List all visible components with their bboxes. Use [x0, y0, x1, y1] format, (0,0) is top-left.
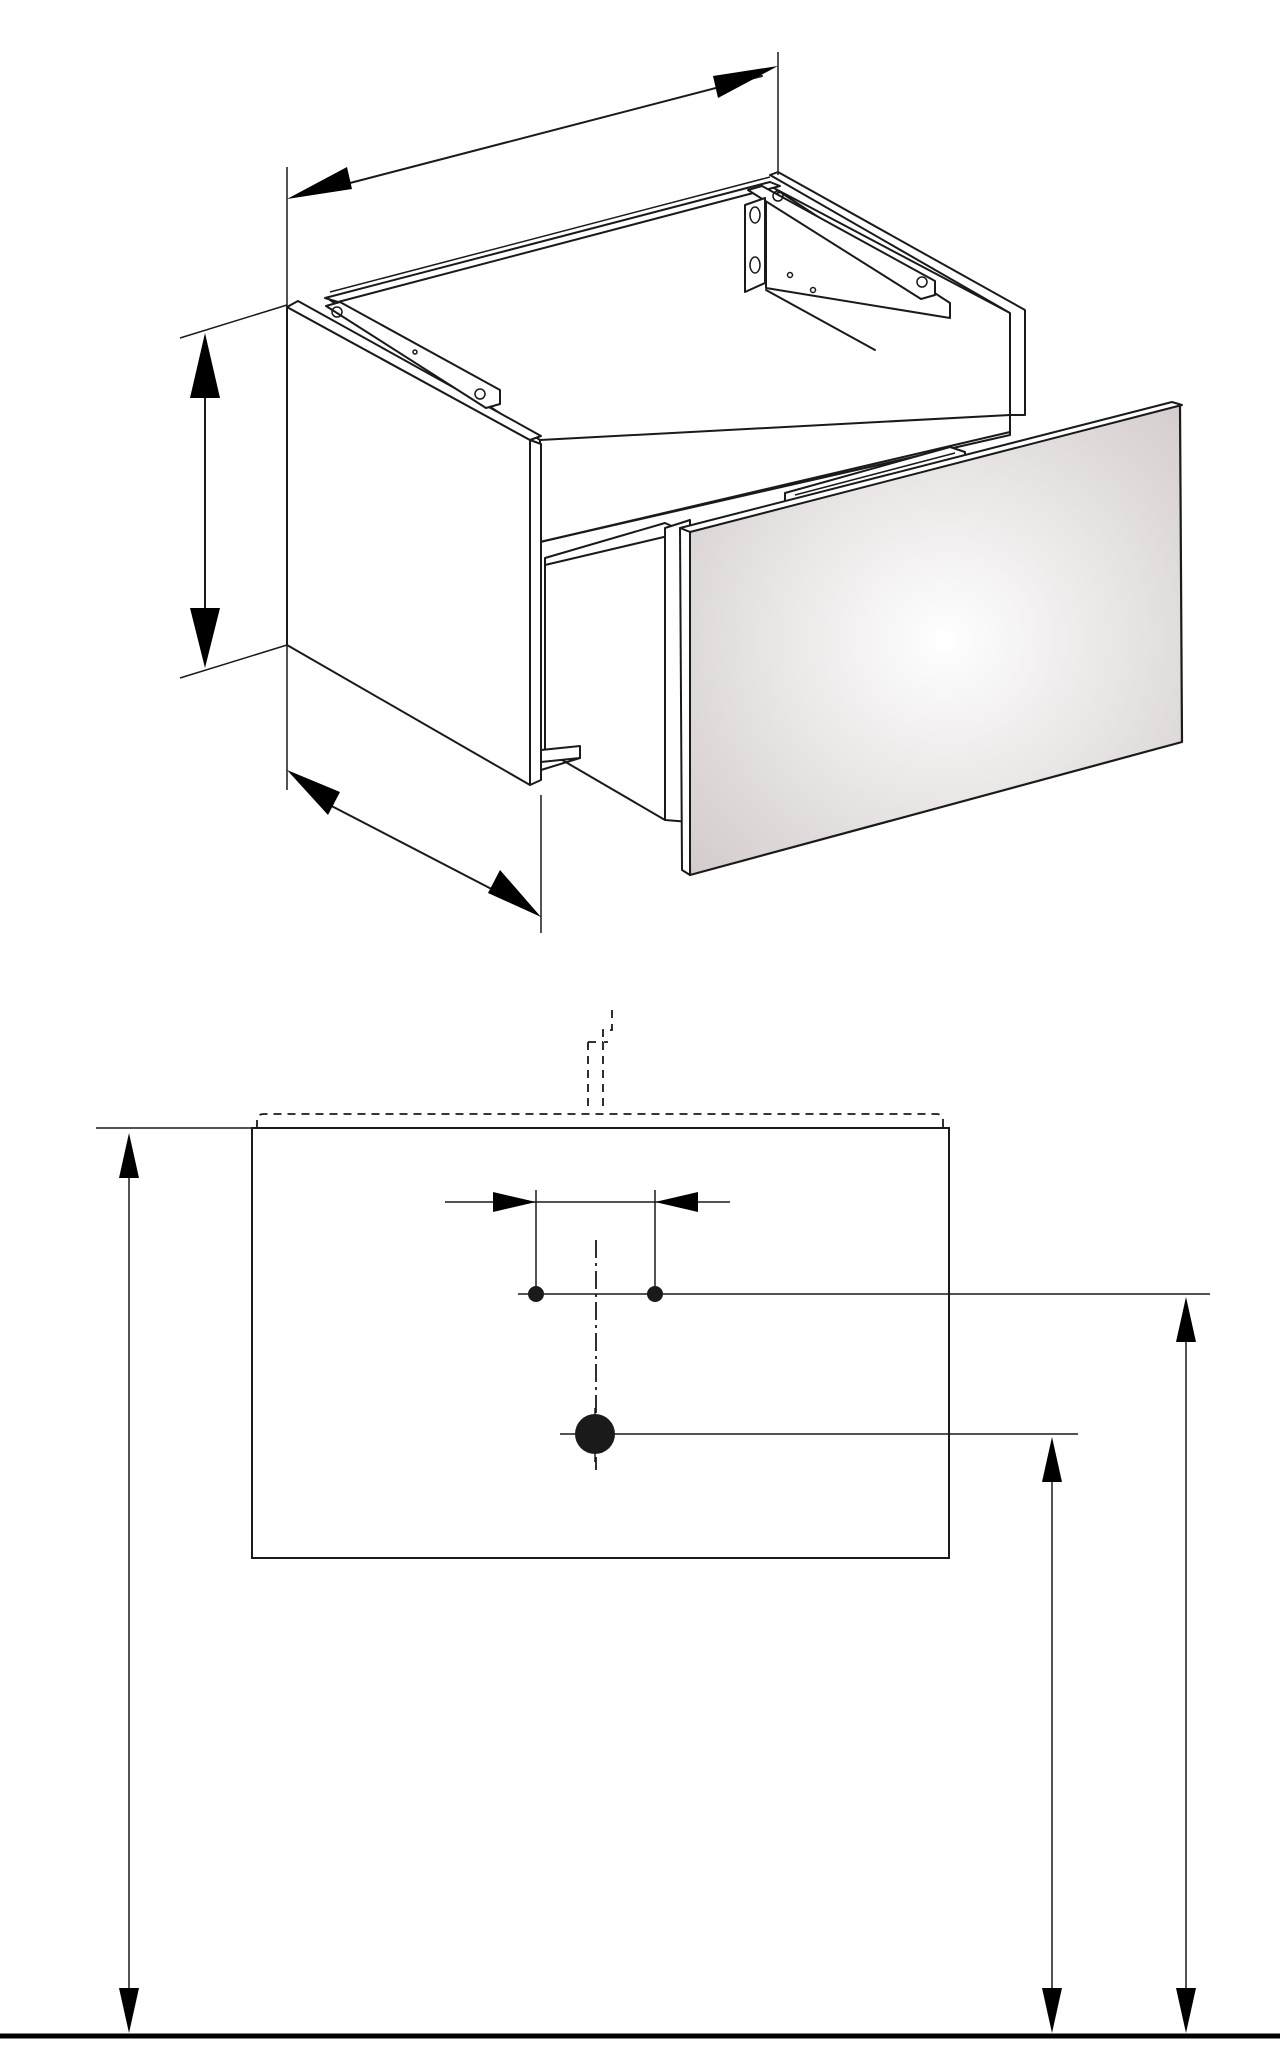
waste-height-arrow-bottom: [1042, 1988, 1062, 2033]
height-extension-top: [179, 304, 288, 339]
bracket-left-hole-1: [331, 306, 343, 318]
bracket-right: [747, 185, 936, 300]
supply-height-arrow-bottom: [1176, 1988, 1196, 2033]
bracket-rear-vertical: [744, 197, 766, 293]
bracket-left: [325, 301, 501, 409]
mounting-brackets: [325, 185, 936, 409]
total-height-arrow-bottom: [119, 1988, 139, 2033]
dimension-width: [286, 52, 779, 790]
front-panel-left-edge: [679, 527, 691, 876]
width-arrow-right: [713, 66, 778, 98]
dimension-waste-height: [1042, 1437, 1062, 2033]
supply-arrow-right: [655, 1192, 698, 1212]
tap-outline: [587, 1010, 613, 1112]
cabinet-left-top-edge: [286, 300, 542, 441]
countertop-outline: [256, 1113, 944, 1128]
vanity-front: [251, 1127, 950, 1559]
bracket-right-hole-2: [916, 276, 928, 288]
bracket-left-hole-2: [474, 388, 486, 400]
total-height-arrow-top: [119, 1133, 139, 1178]
depth-arrow-right: [488, 870, 541, 917]
cabinet-body: [286, 171, 1026, 786]
waste-height-arrow-top: [1042, 1437, 1062, 1482]
bracket-right-hole-1: [772, 190, 784, 202]
drawer-left-side: [544, 527, 666, 821]
cabinet-top-rail: [324, 181, 781, 303]
bracket-rear-slot-2: [749, 256, 761, 274]
dimension-total-height: [96, 1127, 252, 2033]
width-arrow-left: [287, 167, 352, 199]
dimension-supply-spacing: [445, 1190, 730, 1294]
supply-arrow-left: [493, 1192, 536, 1212]
dimension-supply-height: [1176, 1297, 1196, 2033]
supply-height-arrow-top: [1176, 1297, 1196, 1342]
height-extension-bottom: [179, 644, 288, 679]
depth-dimension-line: [319, 799, 506, 897]
dimension-depth: [287, 770, 542, 933]
front-elevation: [0, 1010, 1280, 2039]
cabinet-left-front-edge: [529, 439, 542, 786]
bracket-rear-slot-1: [749, 206, 761, 224]
height-arrow-bottom: [190, 608, 220, 668]
height-arrow-top: [190, 333, 220, 398]
isometric-view: [179, 52, 1184, 933]
width-dimension-line: [299, 75, 763, 197]
depth-arrow-left: [287, 770, 340, 815]
dimension-height: [179, 304, 288, 679]
